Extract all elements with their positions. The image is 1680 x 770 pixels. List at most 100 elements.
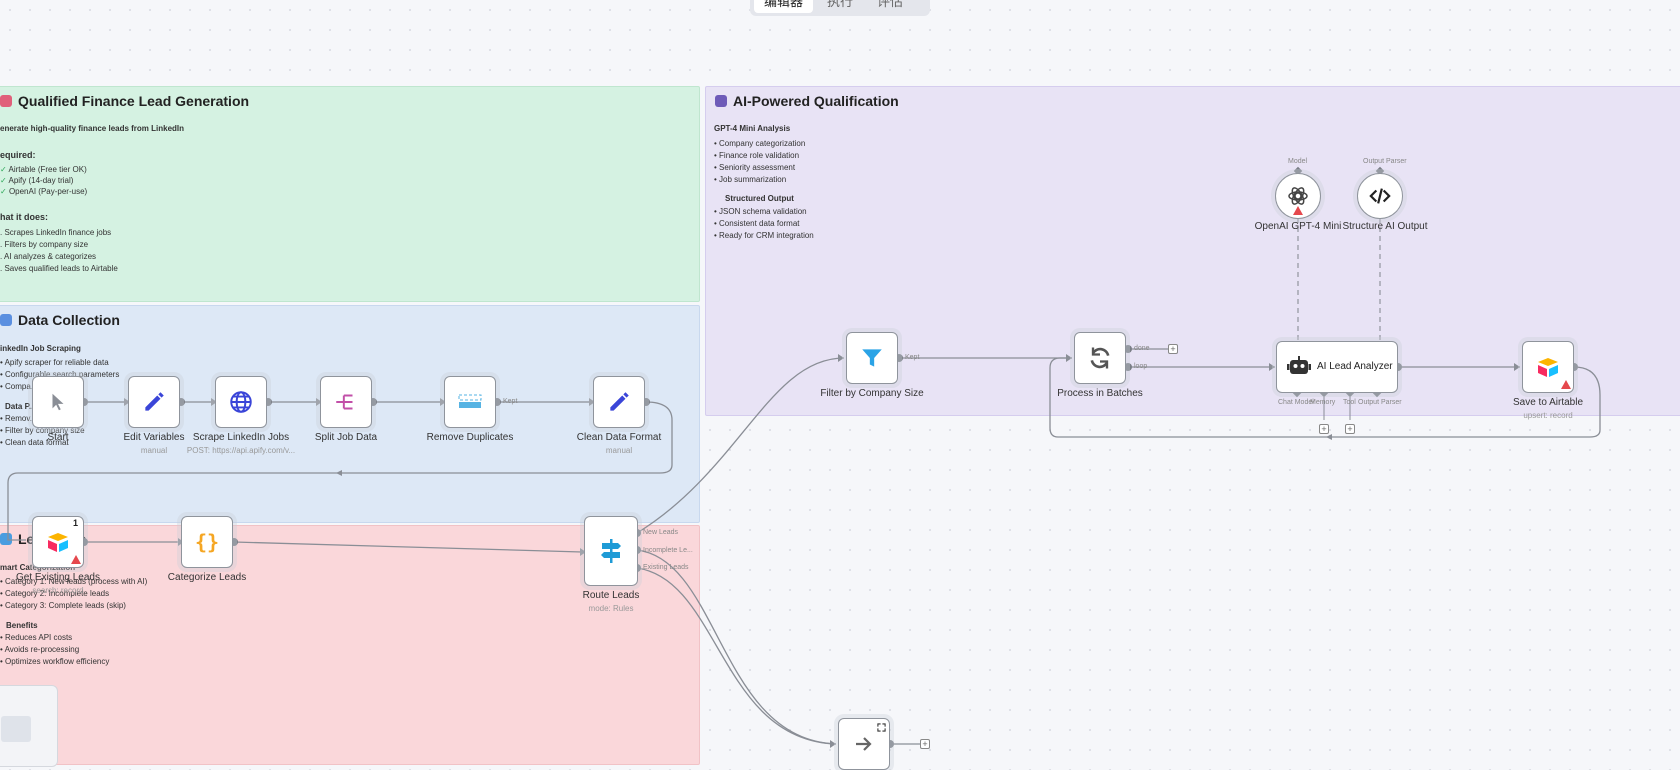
tab-editor[interactable]: 编辑器 [754, 0, 814, 13]
node-filter-company-size[interactable] [846, 332, 898, 384]
required-heading: equired: [0, 150, 36, 160]
what-item: . Filters by company size [0, 240, 89, 249]
refresh-emoji-icon [0, 533, 12, 545]
arrowhead [1269, 363, 1275, 371]
node-filter-company-size-label: Filter by Company Size [820, 388, 924, 399]
node-process-in-batches[interactable] [1074, 332, 1126, 384]
node-scrape-linkedin[interactable] [215, 376, 267, 428]
sticky-qualified-title: Qualified Finance Lead Generation [0, 93, 249, 109]
node-process-in-batches-label: Process in Batches [1057, 388, 1143, 399]
add-tool-button[interactable]: + [1345, 424, 1355, 434]
node-start-label: Start [47, 432, 69, 443]
airtable-icon [1538, 358, 1558, 377]
port-label-output-parser: Output Parser [1363, 158, 1407, 165]
port-label-model: Model [1288, 158, 1308, 165]
globe-icon [230, 391, 252, 413]
target-icon [0, 95, 12, 107]
svg-text:{}: {} [195, 530, 219, 554]
ai-item: • Job summarization [714, 175, 787, 184]
sticky-qualified[interactable] [0, 86, 700, 302]
intelligence-item: • Category 1: New leads (process with AI… [0, 577, 148, 586]
benefit-item: • Reduces API costs [0, 633, 73, 642]
processing-heading: Data P... [5, 402, 36, 411]
tab-evaluations[interactable]: 评估 [877, 0, 904, 9]
pencil-icon [145, 392, 164, 411]
mini-panel[interactable] [0, 685, 58, 767]
node-categorize-leads[interactable]: {} [181, 516, 233, 568]
view-tabs: 编辑器 执行 评估 [750, 0, 930, 16]
ai-item: • Seniority assessment [714, 163, 796, 172]
sub-port-chat-model: Chat Model [1278, 399, 1314, 406]
code-icon [1369, 188, 1391, 204]
node-clean-data-format-sub: manual [605, 446, 633, 455]
collection-item: • Apify scraper for reliable data [0, 358, 109, 367]
mini-panel-preview [1, 716, 31, 742]
add-node-button[interactable]: + [1168, 344, 1178, 354]
arrowhead [580, 548, 586, 556]
processing-item: • Filter by company size [0, 426, 85, 435]
edge-route-filter [636, 357, 845, 534]
sub-port-memory: Memory [1310, 399, 1336, 406]
node-structure-ai-output[interactable] [1357, 173, 1403, 219]
node-clean-data-format[interactable] [593, 376, 645, 428]
tab-executions[interactable]: 执行 [827, 0, 854, 9]
node-structure-ai-output-label: Structure AI Output [1342, 221, 1428, 232]
arrowhead [211, 398, 217, 406]
sub-port-output-parser: Output Parser [1358, 399, 1402, 406]
add-memory-button[interactable]: + [1319, 424, 1329, 434]
what-item: . Scrapes LinkedIn finance jobs [0, 228, 112, 237]
ai-heading: GPT-4 Mini Analysis [714, 124, 791, 133]
node-save-to-airtable[interactable] [1522, 341, 1574, 393]
required-item: ✓ Airtable (Free tier OK) [0, 165, 87, 174]
openai-icon [1288, 187, 1308, 205]
node-edit-variables[interactable] [128, 376, 180, 428]
collection-item: • Configurable search parameters [0, 370, 120, 379]
dedupe-icon [458, 394, 482, 408]
structured-item: • JSON schema validation [714, 207, 807, 216]
what-item: . AI analyzes & categorizes [0, 252, 97, 261]
sticky-ai-title: AI-Powered Qualification [715, 93, 899, 109]
node-ai-lead-analyzer[interactable]: AI Lead Analyzer [1276, 341, 1398, 393]
port-label-incomplete: Incomplete Le... [643, 547, 693, 554]
warning-icon [71, 555, 81, 564]
node-ai-lead-analyzer-label: AI Lead Analyzer [1317, 361, 1393, 372]
port-label-kept: Kept [503, 398, 518, 405]
edge-route-end2 [636, 567, 837, 745]
arrowhead [1066, 354, 1072, 362]
port-label-loop: loop [1134, 363, 1148, 370]
pencil-icon [610, 392, 629, 411]
node-remove-duplicates[interactable] [444, 376, 496, 428]
node-split-job-data[interactable] [320, 376, 372, 428]
node-get-existing-leads-sub: search: record [32, 586, 84, 595]
structured-item: • Consistent data format [714, 219, 800, 228]
arrowhead [838, 354, 844, 362]
node-get-existing-leads[interactable]: 1 [32, 516, 84, 568]
node-edit-variables-sub: manual [140, 446, 168, 455]
node-edit-variables-label: Edit Variables [123, 432, 185, 443]
edge-route-end1 [636, 549, 837, 745]
add-node-button[interactable]: + [920, 739, 930, 749]
node-no-op[interactable] [838, 718, 890, 770]
sticky-collection-title: Data Collection [0, 312, 120, 328]
sticky-intelligence[interactable] [0, 525, 700, 765]
node-openai-gpt4-mini[interactable] [1275, 173, 1321, 219]
intelligence-item: • Category 2: Incomplete leads [0, 589, 110, 598]
arrowhead [830, 740, 836, 748]
warning-icon [1293, 206, 1303, 215]
braces-icon: {} [195, 530, 219, 554]
node-openai-gpt4-mini-label: OpenAI GPT-4 Mini [1254, 221, 1342, 232]
ai-item: • Finance role validation [714, 151, 800, 160]
edge-airtable-loop [1049, 357, 1601, 438]
node-clean-data-format-label: Clean Data Format [576, 432, 662, 443]
port-dot [1124, 345, 1132, 353]
cursor-icon [52, 393, 64, 411]
node-route-leads[interactable] [584, 516, 638, 586]
port-dot [1124, 363, 1132, 371]
node-scrape-linkedin-label: Scrape LinkedIn Jobs [192, 432, 290, 443]
arrowhead [124, 398, 130, 406]
node-save-to-airtable-sub: upsert: record [1523, 411, 1573, 420]
airtable-icon [48, 533, 68, 552]
node-start[interactable] [32, 376, 84, 428]
sub-port-tool: Tool [1343, 399, 1356, 406]
arrowhead [589, 398, 595, 406]
